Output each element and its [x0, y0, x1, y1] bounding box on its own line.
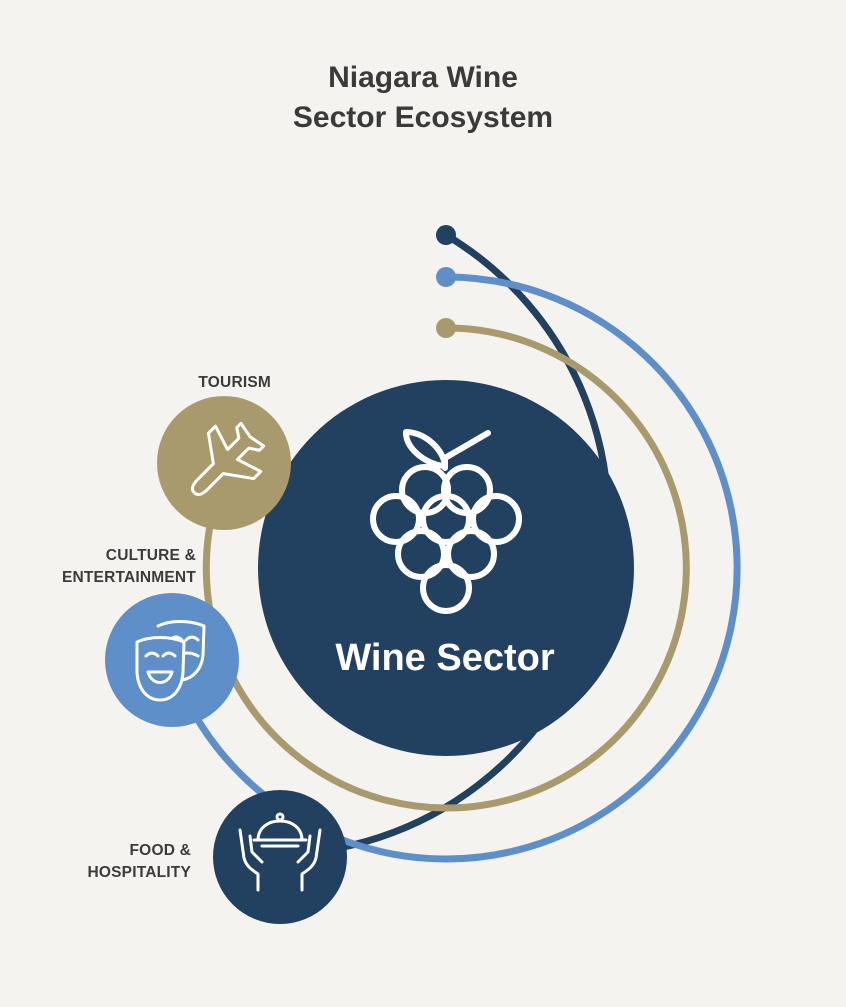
culture-label-line-1: CULTURE &	[105, 547, 196, 564]
culture-label-line-2: ENTERTAINMENT	[61, 569, 196, 586]
airplane-icon	[190, 421, 266, 497]
food-hospitality-node	[213, 790, 347, 924]
tourism-label-line-1: TOURISM	[198, 374, 271, 391]
cloche-hands-icon	[238, 812, 322, 892]
page-title: Niagara Wine Sector Ecosystem	[0, 58, 846, 138]
tourism-node	[157, 396, 291, 530]
food-hospitality-label: FOOD & HOSPITALITY	[40, 840, 191, 884]
grapes-icon	[370, 429, 522, 614]
food-label-line-2: HOSPITALITY	[87, 864, 191, 881]
title-line-2: Sector Ecosystem	[292, 101, 554, 134]
culture-entertainment-label: CULTURE & ENTERTAINMENT	[20, 545, 196, 589]
tourism-arc-endpoint	[436, 318, 456, 338]
title-line-1: Niagara Wine	[328, 61, 518, 94]
wine-sector-label: Wine Sector	[335, 637, 555, 679]
theater-masks-icon	[135, 620, 206, 702]
food-label-line-1: FOOD &	[129, 842, 191, 859]
tourism-label: TOURISM	[150, 372, 271, 394]
culture-entertainment-arc-endpoint	[436, 267, 456, 287]
food-hospitality-arc-endpoint	[436, 225, 456, 245]
